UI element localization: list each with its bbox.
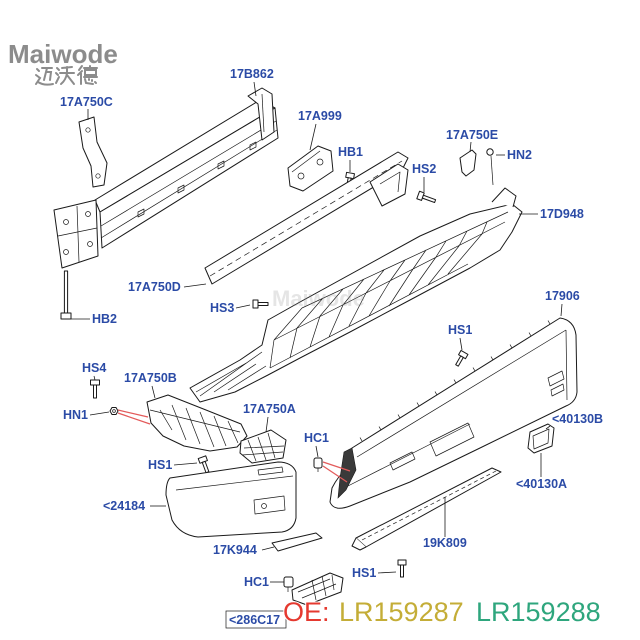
nut-HN2-icon (486, 148, 494, 186)
absorber-end-tab (491, 187, 517, 208)
bolt-HS4-icon (90, 379, 100, 399)
absorber-tail-ribs (195, 351, 267, 397)
part-17A750A-bracket (239, 429, 287, 464)
part-callout: <40130B (552, 412, 603, 426)
callout-box (225, 610, 287, 629)
part-callout: 17D948 (540, 207, 584, 221)
mount-hole (63, 219, 69, 225)
part-callout: <40130A (516, 477, 567, 491)
bracket-hole (95, 173, 101, 179)
bolt-HB2-icon (60, 270, 72, 320)
part-17906-bumper-cover (329, 317, 578, 509)
plate-hole (316, 158, 324, 166)
beam-left-plate-ribs (57, 205, 98, 263)
part-24184-cover-end (165, 461, 297, 538)
part-17B862-beam (53, 87, 279, 269)
beam-channel-lines (100, 120, 278, 239)
part-callout: 17A750C (60, 95, 113, 109)
beam-left-mount-plate (53, 199, 99, 269)
rail-end-bracket (369, 163, 409, 207)
oe-part-number: LR159288 (476, 597, 601, 627)
clip-HC1-upper-icon (313, 457, 323, 472)
part-callout: <286C17 (229, 613, 280, 627)
plate-hole (297, 172, 305, 180)
beam-right-mount-bracket (247, 87, 275, 141)
part-callout: 17A750B (124, 371, 177, 385)
part-17K944-trim (271, 532, 323, 552)
logo-brand-text: Maiwode (8, 39, 118, 69)
part-callout: HS1 (352, 566, 376, 580)
brand-logo: Maiwode (8, 39, 118, 86)
callout-labels: 17B862 17A750C 17A999 HB1 17A750E HN2 HS… (60, 67, 603, 627)
part-callout: 17906 (545, 289, 580, 303)
bolt-HS2-icon (416, 190, 437, 204)
mount-hole (63, 249, 69, 255)
part-17A750C-bracket (78, 116, 108, 188)
part-callout: HC1 (304, 431, 329, 445)
part-286C17-bracket (291, 572, 344, 606)
part-callout: 17A750D (128, 280, 181, 294)
mount-hole (85, 211, 91, 217)
absorber-honeycomb (269, 211, 509, 369)
leader-lines (71, 81, 563, 629)
oe-part-numbers: OE: LR159287 LR159288 (282, 596, 602, 628)
part-40130B-reflector (527, 423, 555, 454)
bolt-HS1-upper-icon (455, 349, 469, 367)
part-callout: 17B862 (230, 67, 274, 81)
part-19K809-strip (351, 467, 502, 551)
bolt-HS1-left-icon (197, 455, 210, 474)
highlight-lines (117, 409, 351, 483)
part-17D948-energy-absorber (189, 187, 523, 403)
watermark-text: Maiwode (272, 286, 365, 311)
oe-part-number: LR159287 (339, 597, 464, 627)
logo-cn-glyphs (35, 65, 98, 86)
part-callout: HB1 (338, 145, 363, 159)
part-callout: <24184 (103, 499, 145, 513)
part-17A750D-rail (204, 151, 409, 285)
part-17A999-plate (287, 145, 334, 192)
part-callout: 19K809 (423, 536, 467, 550)
part-callout: HN2 (507, 148, 532, 162)
part-callout: HS4 (82, 361, 106, 375)
cover-reflector-slot (389, 451, 416, 471)
part-callout: HS1 (448, 323, 472, 337)
cover-reflector-slot (550, 383, 565, 397)
part-callout: 17A999 (298, 109, 342, 123)
part-callout: 17K944 (213, 543, 257, 557)
cover-mounting-tabs (359, 320, 551, 442)
beam-front-face (99, 107, 279, 249)
part-callout: 17A750E (446, 128, 498, 142)
bolt-HS3-icon (252, 299, 269, 309)
mount-hole (87, 241, 93, 247)
beam-holes (137, 141, 257, 218)
part-callout: HC1 (244, 575, 269, 589)
bracket-hole (85, 127, 91, 133)
part-callout: HB2 (92, 312, 117, 326)
part-callout: HN1 (63, 408, 88, 422)
part-17A750E-bracket (459, 149, 477, 177)
bolt-HS1-bottom-icon (397, 559, 407, 578)
part-callout: HS3 (210, 301, 234, 315)
part-callout: 17A750A (243, 402, 296, 416)
oe-prefix: OE: (283, 597, 330, 627)
part-callout: HS1 (148, 458, 172, 472)
nut-HN1-icon (109, 407, 119, 415)
beam-right-bracket-edge (261, 93, 265, 133)
cover-reflector-slot (547, 370, 565, 387)
part-17A750B-bracket (146, 394, 248, 452)
part-callout: HS2 (412, 162, 436, 176)
